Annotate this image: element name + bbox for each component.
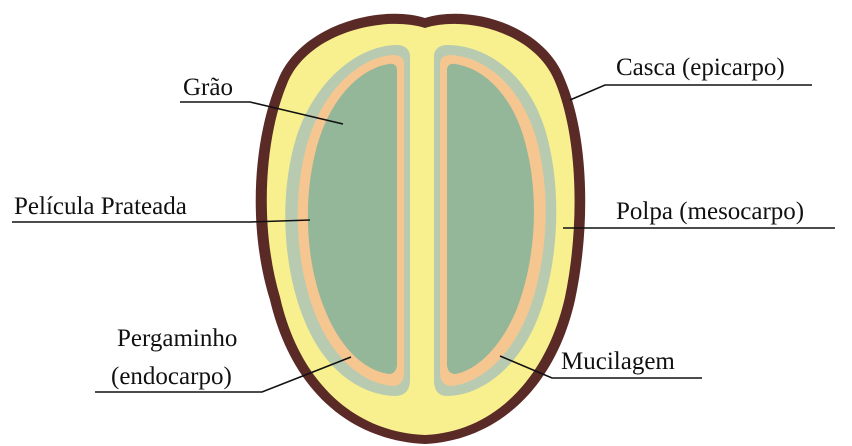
label-grao: Grão bbox=[183, 74, 233, 101]
label-casca: Casca (epicarpo) bbox=[616, 54, 785, 81]
label-pelicula-prateada: Película Prateada bbox=[14, 193, 187, 220]
label-pergaminho-line2: (endocarpo) bbox=[111, 363, 232, 390]
label-pergaminho-line1: Pergaminho bbox=[117, 325, 237, 352]
label-polpa: Polpa (mesocarpo) bbox=[616, 198, 804, 225]
leader-casca bbox=[570, 85, 812, 100]
label-mucilagem: Mucilagem bbox=[561, 348, 675, 375]
